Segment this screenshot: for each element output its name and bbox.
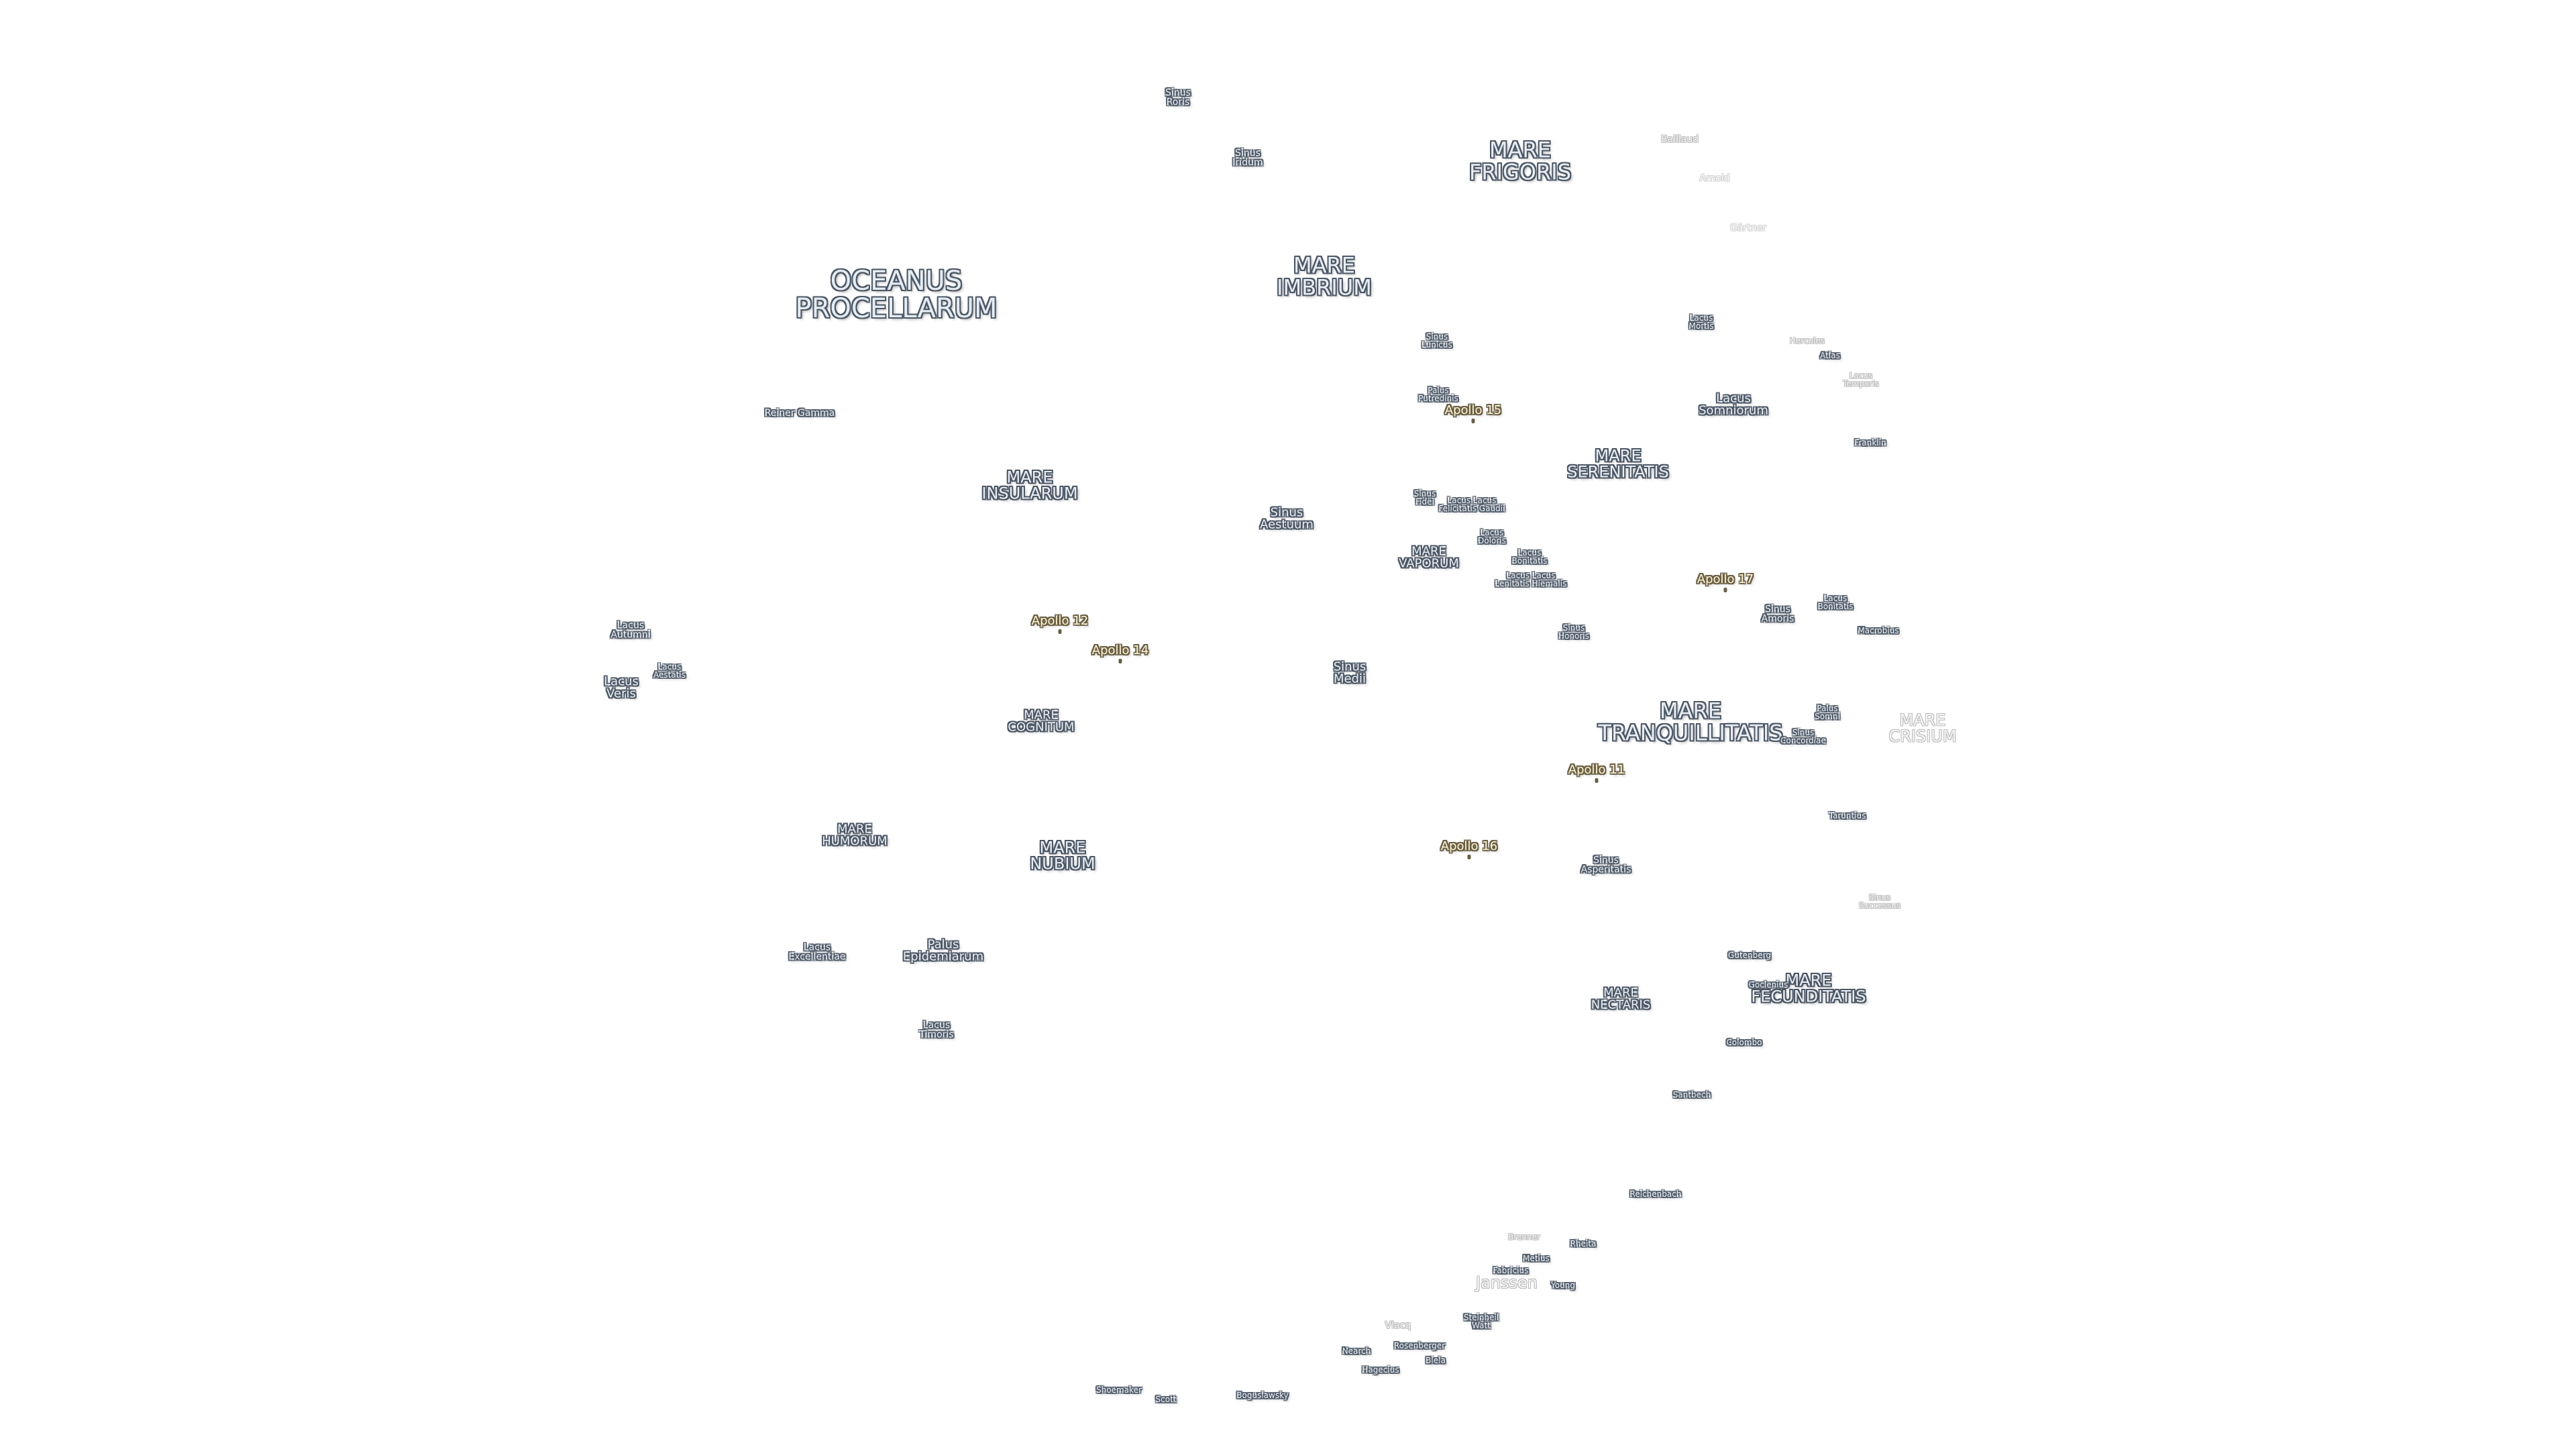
label-lacus-doloris[interactable]: Lacus Doloris (1478, 527, 1506, 545)
label-rheita[interactable]: Rheita (1570, 1238, 1597, 1248)
label-steinheil-watt[interactable]: Steinheil Watt (1463, 1312, 1499, 1330)
label-colombo[interactable]: Colombo (1726, 1037, 1762, 1047)
label-mare-serenitatis[interactable]: MARE SERENITATIS (1567, 446, 1669, 482)
label-franklin[interactable]: Franklin (1854, 437, 1886, 447)
label-arnold[interactable]: Arnold (1699, 172, 1730, 184)
label-lacus-felicitatis[interactable]: Lacus Lacus Felicitatis Gaudii (1438, 495, 1505, 513)
label-sinus-lunicus[interactable]: Sinus Lunicus (1421, 331, 1452, 350)
apollo-14-site-marker (1118, 659, 1122, 663)
label-atlas[interactable]: Atlas (1820, 350, 1840, 360)
label-vlacq[interactable]: Vlacq (1385, 1320, 1411, 1331)
apollo-16-site-marker (1467, 855, 1471, 859)
label-sinus-honoris[interactable]: Sinus Honoris (1558, 623, 1589, 641)
label-sinus-roris[interactable]: Sinus Roris (1165, 87, 1191, 108)
label-hercules[interactable]: Hercules (1789, 335, 1825, 345)
apollo-11-site-marker (1595, 778, 1599, 783)
label-sinus-concordiae[interactable]: Sinus Concordiae (1780, 727, 1826, 745)
apollo-17-site-marker (1723, 588, 1727, 592)
label-mare-frigoris[interactable]: MARE FRIGORIS (1468, 137, 1572, 184)
label-mare-vaporum[interactable]: MARE VAPORUM (1399, 544, 1459, 571)
label-lacus-excellentiae[interactable]: Lacus Excellentiae (788, 942, 846, 963)
label-lacus-veris[interactable]: Lacus Veris (604, 674, 639, 701)
label-mare-cognitum[interactable]: MARE COGNITUM (1008, 708, 1075, 735)
label-lacus-temporis[interactable]: Lacus Temporis (1843, 370, 1879, 388)
label-nearch[interactable]: Nearch (1342, 1346, 1371, 1356)
label-biela[interactable]: Biela (1426, 1355, 1446, 1365)
label-palus-epidemiarum[interactable]: Palus Epidemiarum (902, 937, 984, 964)
label-lacus-bonitatis[interactable]: Lacus Bonitatis (1817, 593, 1854, 611)
label-sinus-iridum[interactable]: Sinus Iridum (1232, 148, 1263, 168)
label-shoemaker[interactable]: Shoemaker (1096, 1385, 1142, 1395)
label-mare-tranquillitatis[interactable]: MARE TRANQUILLITATIS (1598, 698, 1783, 745)
label-brenner[interactable]: Brenner (1508, 1232, 1540, 1242)
label-fabricius[interactable]: Fabricius (1493, 1265, 1529, 1275)
label-mare-imbrium[interactable]: MARE IMBRIUM (1277, 252, 1372, 300)
label-janssen[interactable]: Janssen (1476, 1273, 1538, 1292)
label-reichenbach[interactable]: Reichenbach (1629, 1189, 1682, 1199)
label-lacus-gaudii[interactable]: Lacus Bonitatis (1511, 547, 1548, 566)
label-mare-insularum[interactable]: MARE INSULARUM (981, 468, 1078, 503)
label-hagecius[interactable]: Hagecius (1362, 1364, 1399, 1375)
label-sinus-amoris[interactable]: Sinus Amoris (1761, 604, 1794, 625)
label-baillaud[interactable]: Baillaud (1660, 133, 1699, 145)
label-apollo-11[interactable]: Apollo 11 (1568, 762, 1625, 777)
label-lacus-mortis[interactable]: Lacus Mortis (1688, 313, 1714, 331)
label-young[interactable]: Young (1551, 1280, 1575, 1290)
label-mare-humorum[interactable]: MARE HUMORUM (822, 822, 888, 849)
label-sinus-fidei[interactable]: Sinus Fidei (1413, 488, 1436, 506)
label-lacus-autumni[interactable]: Lacus Autumni (610, 620, 651, 641)
label-lacus-timoris[interactable]: Lacus Timoris (919, 1020, 954, 1040)
label-scott[interactable]: Scott (1155, 1394, 1177, 1404)
label-lacus-somniorum[interactable]: Lacus Somniorum (1699, 391, 1768, 418)
label-mare-nubium[interactable]: MARE NUBIUM (1030, 838, 1095, 873)
label-boguslawsky[interactable]: Boguslawsky (1236, 1390, 1289, 1400)
label-sinus-medii[interactable]: Sinus Medii (1333, 659, 1366, 686)
label-santbech[interactable]: Santbech (1672, 1089, 1711, 1099)
label-macrobius[interactable]: Macrobius (1858, 625, 1899, 635)
label-oceanus-procellarum[interactable]: OCEANUS PROCELLARUM (795, 266, 998, 324)
label-mare-fecunditatis[interactable]: MARE FECUNDITATIS (1751, 971, 1866, 1006)
label-sinus-asperitatis[interactable]: Sinus Asperitatis (1580, 855, 1631, 875)
label-gutenberg[interactable]: Gutenberg (1728, 950, 1771, 960)
label-reiner-gamma[interactable]: Reiner Gamma (764, 407, 835, 419)
label-goclenius[interactable]: Goclenius (1748, 979, 1788, 989)
label-gartner[interactable]: Gärtner (1730, 222, 1766, 233)
label-apollo-16[interactable]: Apollo 16 (1440, 839, 1498, 853)
label-mare-nectaris[interactable]: MARE NECTARIS (1591, 985, 1651, 1012)
label-mare-crisium[interactable]: MARE CRISIUM (1888, 710, 1957, 746)
label-sinus-successus[interactable]: Sinus Successus (1858, 892, 1901, 910)
apollo-12-site-marker (1058, 629, 1062, 634)
apollo-15-site-marker (1471, 419, 1475, 423)
label-apollo-14[interactable]: Apollo 14 (1091, 643, 1149, 657)
label-lacus-hiemalis[interactable]: Lacus Lacus Lenitatis Hiemalis (1495, 570, 1567, 588)
label-palus-putredinis[interactable]: Palus Putredinis (1418, 385, 1458, 403)
label-apollo-17[interactable]: Apollo 17 (1697, 572, 1754, 586)
label-taruntius[interactable]: Taruntius (1829, 810, 1866, 820)
label-apollo-15[interactable]: Apollo 15 (1444, 402, 1502, 417)
label-apollo-12[interactable]: Apollo 12 (1031, 613, 1089, 628)
label-sinus-aestuum[interactable]: Sinus Aestuum (1260, 505, 1313, 532)
label-lacus-aestatis[interactable]: Lacus Aestatis (653, 661, 686, 680)
label-metius[interactable]: Metius (1523, 1253, 1550, 1263)
label-palus-somni[interactable]: Palus Somni (1815, 703, 1840, 721)
label-rosenberger[interactable]: Rosenberger (1393, 1340, 1446, 1350)
